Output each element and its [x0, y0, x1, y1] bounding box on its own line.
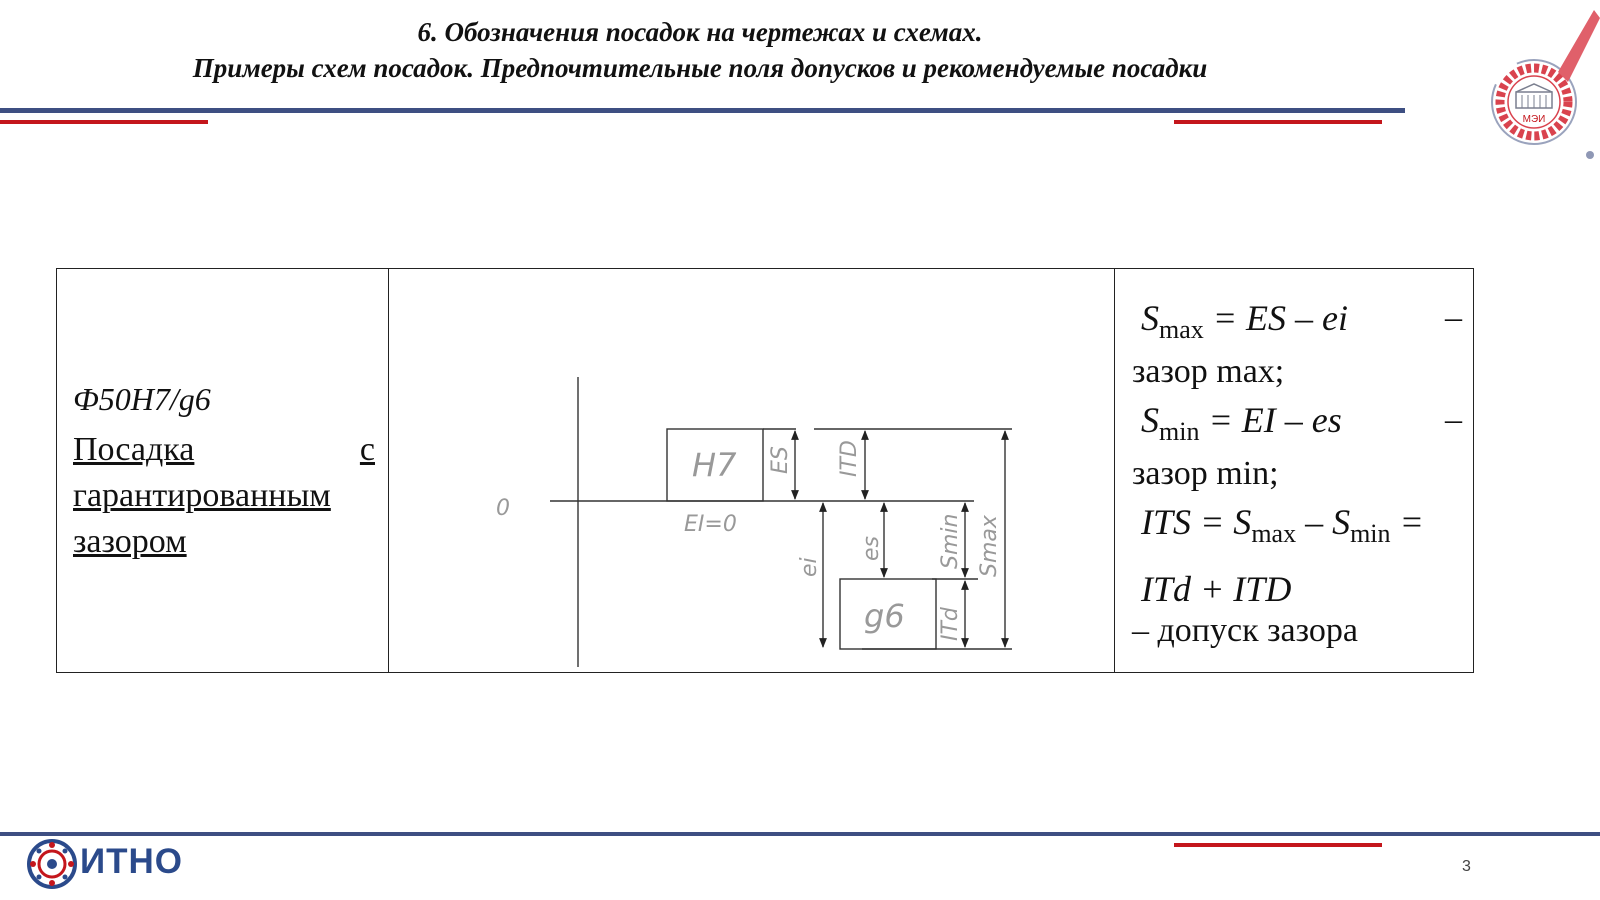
fit-code: Ф50H7/g6 [73, 381, 211, 417]
fit-table: Ф50H7/g6 Посадка с гарантированным зазор… [56, 268, 1474, 673]
fit-name-line-2: гарантированным [73, 477, 331, 514]
formula-smax-rhs: = ES – ei [1203, 298, 1349, 338]
header-rule-red-right [1174, 120, 1382, 124]
formulas-block: Smax = ES – ei – зазор max; Smin = EI – … [1132, 297, 1462, 652]
formula-smin-sub: min [1159, 417, 1200, 447]
formula-smin-desc: зазор min; [1132, 455, 1279, 493]
header-rule-blue [0, 108, 1405, 113]
formula-its-sub-1: max [1251, 519, 1297, 549]
header-rule-red-left [0, 120, 208, 124]
itno-brand-text: ИТНО [80, 842, 184, 881]
formula-smax-sub: max [1159, 315, 1204, 345]
table-divider-1 [388, 269, 389, 672]
fit-name-line-3: зазором [73, 523, 187, 560]
slide-title-line-1: 6. Обозначения посадок на чертежах и схе… [417, 17, 983, 47]
formula-its-line-2: ITd + ITD [1132, 568, 1462, 610]
table-divider-2 [1114, 269, 1115, 672]
formula-its-sub-2: min [1350, 519, 1391, 549]
page-number: 3 [1462, 858, 1471, 875]
scheme-itd-label: ITD [837, 440, 862, 477]
formula-its-part-c: = [1390, 502, 1424, 543]
footer-rule-blue [0, 832, 1600, 836]
fit-name: Посадка с гарантированным зазором [73, 427, 375, 565]
scheme-zero-label: 0 [496, 496, 510, 521]
fit-scheme-diagram: 0 EI=0 H7 g6 ES ITD ei es Smin Smax ITd [496, 377, 1012, 667]
scheme-smax-label: Smax [977, 514, 1002, 577]
mei-logo: МЭИ [1491, 10, 1600, 159]
shaft-field-box [839, 578, 937, 650]
formula-smin-rhs: = EI – es [1199, 400, 1342, 441]
formula-smin-symbol: S [1141, 400, 1159, 441]
formula-its-line-2-text: ITd + ITD [1141, 568, 1292, 609]
scheme-shaft-field-label: g6 [864, 597, 905, 635]
fit-name-word-1: Посадка [73, 431, 195, 468]
formula-its: ITS = Smax – Smin = [1132, 501, 1462, 555]
scheme-hole-field-label: H7 [692, 446, 737, 484]
mei-logo-text: МЭИ [1523, 114, 1546, 125]
formula-its-part-b: – S [1296, 502, 1351, 543]
scheme-itd-shaft-label: ITd [938, 606, 963, 641]
formula-smax-desc: зазор max; [1132, 353, 1285, 391]
formula-smax: Smax = ES – ei – [1132, 297, 1462, 351]
formula-its-part-a: ITS = S [1141, 502, 1252, 543]
scheme-ei-label: ei [797, 557, 822, 577]
formula-smax-symbol: S [1141, 298, 1159, 338]
formula-its-desc: – допуск зазора [1132, 611, 1358, 649]
scheme-ei-hole-label: EI=0 [684, 512, 737, 537]
formula-smin-dash: – [1445, 401, 1462, 439]
hole-field-box [666, 428, 764, 502]
scheme-smin-label: Smin [938, 514, 963, 569]
scheme-es-label: ES [768, 446, 793, 474]
formula-smin: Smin = EI – es – [1132, 399, 1462, 453]
itno-logo-icon [27, 839, 77, 889]
slide-title: 6. Обозначения посадок на чертежах и схе… [0, 14, 1400, 86]
fit-name-word-2: с [359, 431, 375, 468]
slide-title-line-2: Примеры схем посадок. Предпочтительные п… [192, 53, 1208, 83]
formula-smax-dash: – [1445, 299, 1462, 336]
footer-rule-red [1174, 843, 1382, 847]
scheme-es-shaft-label: es [859, 536, 884, 561]
